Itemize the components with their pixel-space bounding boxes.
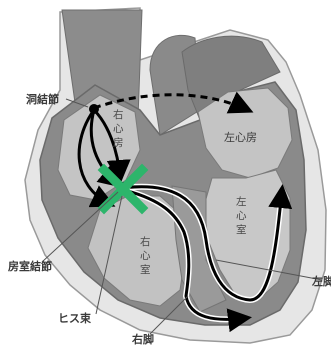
right-atrium-label-2: 心 bbox=[113, 123, 124, 135]
left-bundle-label: 左脚 bbox=[311, 274, 331, 288]
sa-node-dot bbox=[89, 104, 99, 114]
right-atrium-label-1: 右 bbox=[113, 108, 124, 121]
left-ventricle-label-1: 左 bbox=[236, 195, 247, 208]
sa-node-label: 洞結節 bbox=[26, 92, 59, 106]
right-ventricle-label-3: 室 bbox=[140, 263, 151, 276]
left-ventricle-label-3: 室 bbox=[236, 223, 247, 236]
left-ventricle-label-2: 心 bbox=[236, 210, 247, 222]
right-atrium-label-3: 房 bbox=[113, 136, 124, 149]
right-ventricle-label-2: 心 bbox=[140, 250, 151, 262]
left-atrium-label: 左心房 bbox=[224, 131, 257, 144]
his-bundle-label: ヒス束 bbox=[58, 311, 92, 325]
right-bundle-label: 右脚 bbox=[131, 332, 154, 345]
right-ventricle-label-1: 右 bbox=[140, 235, 151, 248]
av-node-label: 房室結節 bbox=[8, 259, 52, 273]
